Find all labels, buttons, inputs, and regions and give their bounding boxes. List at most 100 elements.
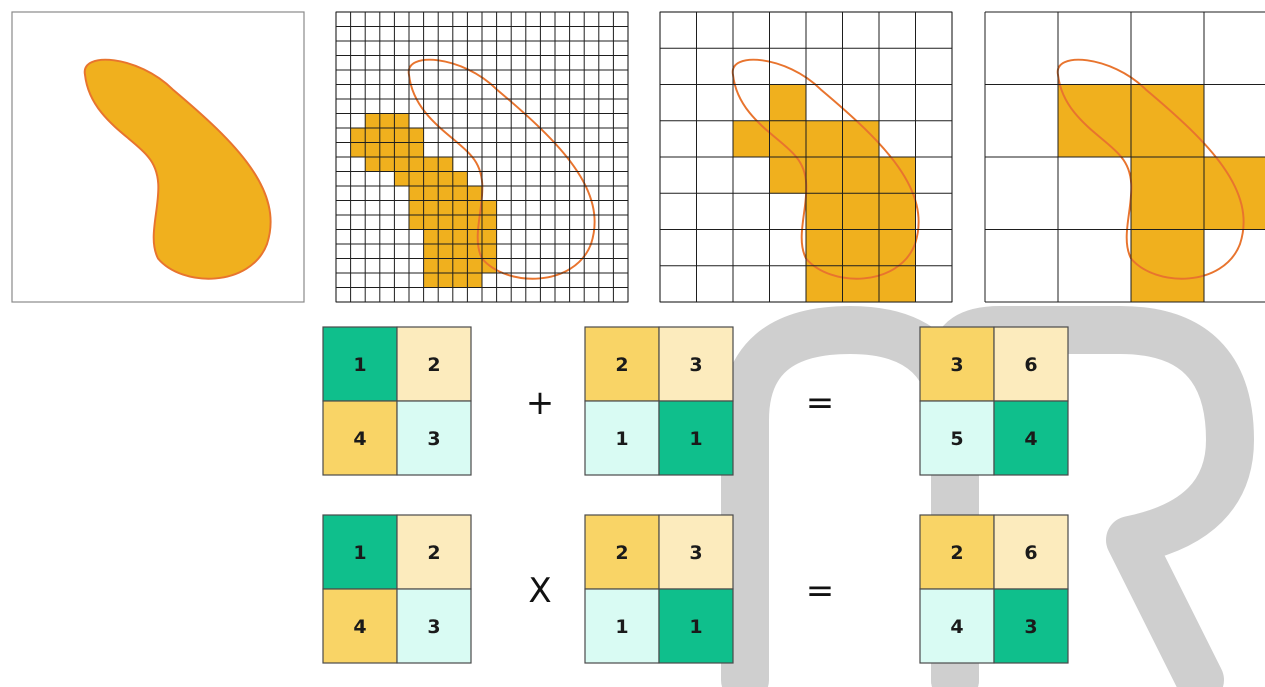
raster-cell — [453, 230, 468, 245]
raster-cell — [394, 128, 409, 143]
raster-cell — [394, 172, 409, 187]
raster-cell — [380, 128, 395, 143]
raster-cell — [424, 172, 439, 187]
grid-lines — [985, 12, 1265, 302]
matrix-result: 3 6 5 4 — [920, 327, 1068, 475]
matrix-cell-value: 5 — [950, 428, 963, 450]
raster-cell — [1131, 157, 1204, 230]
matrix-cell-value: 4 — [353, 616, 366, 638]
raster-cell — [879, 230, 916, 267]
raster-cell — [394, 143, 409, 158]
raster-cell — [453, 215, 468, 230]
filled-cells — [1058, 85, 1265, 303]
raster-cell — [365, 143, 380, 158]
raster-cell — [806, 157, 843, 194]
raster-cell — [453, 244, 468, 259]
raster-cell — [482, 244, 497, 259]
raster-cell — [438, 259, 453, 274]
raster-cell — [438, 172, 453, 187]
raster-cell — [1131, 85, 1204, 158]
raster-cell — [467, 259, 482, 274]
raster-cell — [770, 121, 807, 158]
matrix-cell-value: 6 — [1024, 542, 1037, 564]
raster-cell — [453, 186, 468, 201]
matrix-cell-value: 2 — [427, 542, 440, 564]
raster-cell — [879, 266, 916, 303]
matrix-cell-value: 2 — [615, 354, 628, 376]
raster-cell — [409, 172, 424, 187]
raster-cell — [424, 215, 439, 230]
raster-cell — [424, 157, 439, 172]
raster-cell — [843, 157, 880, 194]
matrix-cell-value: 3 — [689, 542, 702, 564]
raster-cell — [438, 201, 453, 216]
matrix-cell-value: 1 — [615, 428, 628, 450]
raster-cell — [843, 266, 880, 303]
raster-cell — [1131, 230, 1204, 303]
matrix-cell-value: 3 — [427, 428, 440, 450]
raster-cell — [365, 157, 380, 172]
raster-panel-2 — [336, 12, 628, 302]
raster-cell — [409, 128, 424, 143]
matrix-b: 2 3 1 1 — [585, 327, 733, 475]
raster-cell — [424, 230, 439, 245]
raster-cell — [806, 121, 843, 158]
operator-symbol: + — [526, 383, 555, 423]
raster-cell — [380, 157, 395, 172]
raster-cell — [467, 273, 482, 288]
raster-cell — [482, 215, 497, 230]
rasterization-panels — [12, 12, 1265, 302]
matrix-cell-value: 6 — [1024, 354, 1037, 376]
raster-cell — [424, 244, 439, 259]
raster-cell — [1058, 85, 1131, 158]
raster-cell — [806, 230, 843, 267]
raster-cell — [409, 201, 424, 216]
matrix-cell-value: 3 — [950, 354, 963, 376]
raster-cell — [467, 186, 482, 201]
raster-cell — [438, 157, 453, 172]
raster-cell — [380, 114, 395, 129]
equals-symbol: = — [806, 571, 835, 611]
raster-cell — [733, 121, 770, 158]
raster-cell — [806, 193, 843, 230]
raster-cell — [453, 172, 468, 187]
raster-cell — [453, 201, 468, 216]
raster-cell — [424, 273, 439, 288]
operator-symbol: X — [528, 571, 551, 611]
matrix-cell-value: 2 — [950, 542, 963, 564]
raster-cell — [409, 186, 424, 201]
raster-cell — [351, 143, 366, 158]
raster-cell — [453, 259, 468, 274]
raster-cell — [380, 143, 395, 158]
raster-cell — [409, 143, 424, 158]
raster-cell — [467, 230, 482, 245]
raster-cell — [424, 201, 439, 216]
raster-cell — [438, 230, 453, 245]
raster-cell — [394, 157, 409, 172]
raster-cell — [424, 186, 439, 201]
matrix-cell-value: 1 — [689, 428, 702, 450]
raster-cell — [453, 273, 468, 288]
matrix-cell-value: 4 — [950, 616, 963, 638]
matrix-cell-value: 4 — [1024, 428, 1037, 450]
raster-cell — [879, 193, 916, 230]
matrix-cell-value: 1 — [615, 616, 628, 638]
raster-cell — [394, 114, 409, 129]
raster-cell — [438, 273, 453, 288]
matrix-cell-value: 3 — [689, 354, 702, 376]
raster-cell — [365, 128, 380, 143]
raster-cell — [365, 114, 380, 129]
equals-symbol: = — [806, 383, 835, 423]
raster-cell — [438, 215, 453, 230]
matrix-cell-value: 3 — [427, 616, 440, 638]
raster-panel-1 — [12, 12, 304, 302]
raster-cell — [424, 259, 439, 274]
raster-cell — [482, 230, 497, 245]
raster-cell — [409, 157, 424, 172]
